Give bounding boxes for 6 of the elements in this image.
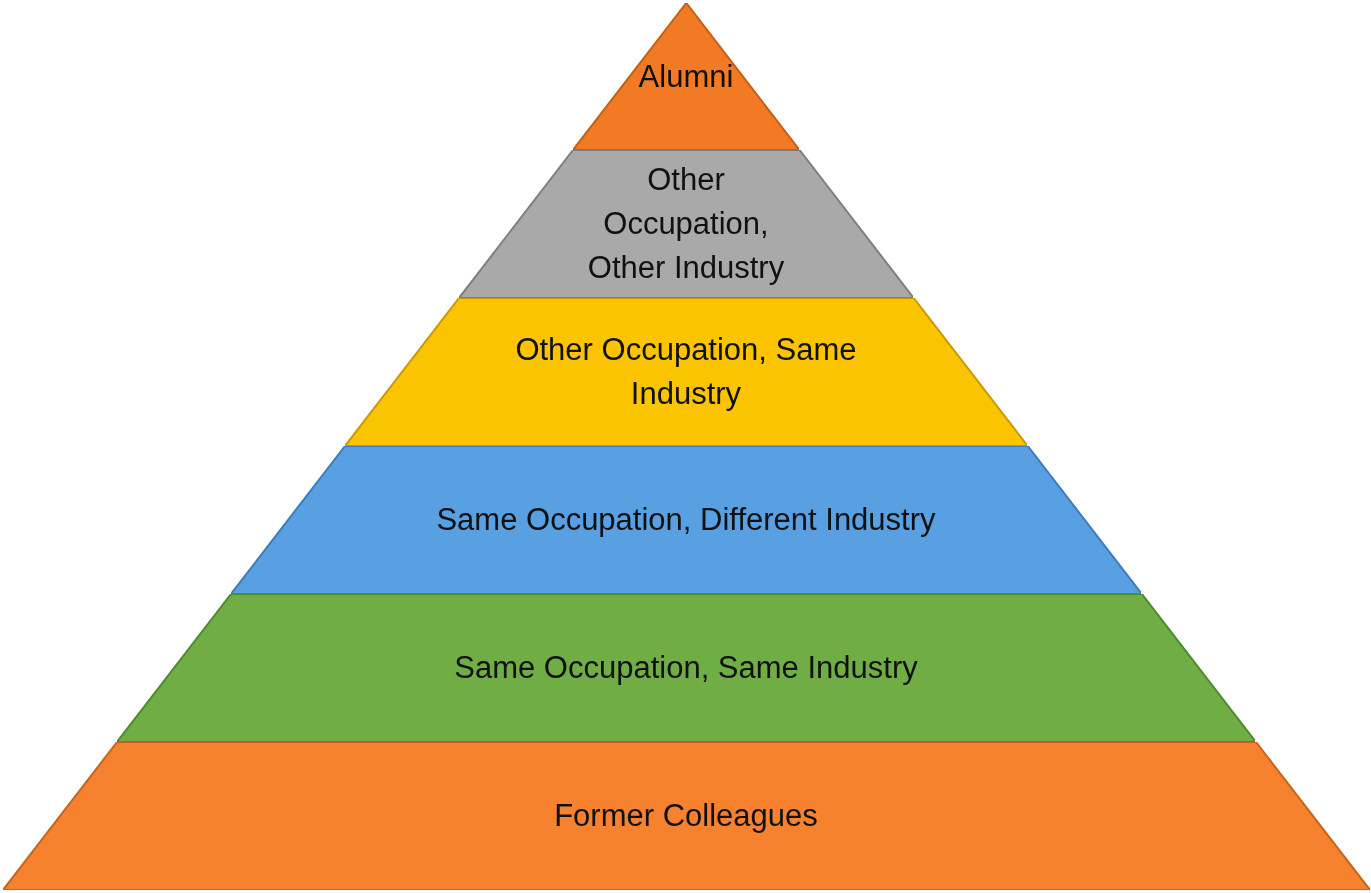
tier-label: Other Occupation, Same Industry xyxy=(514,331,858,413)
tier-label: Same Occupation, Same Industry xyxy=(453,649,919,687)
tier-label: Alumni xyxy=(637,57,735,96)
tier-label: Other Occupation, Other Industry xyxy=(586,161,786,287)
tier-label: Former Colleagues xyxy=(553,797,819,835)
tier-label: Same Occupation, Different Industry xyxy=(436,501,936,539)
